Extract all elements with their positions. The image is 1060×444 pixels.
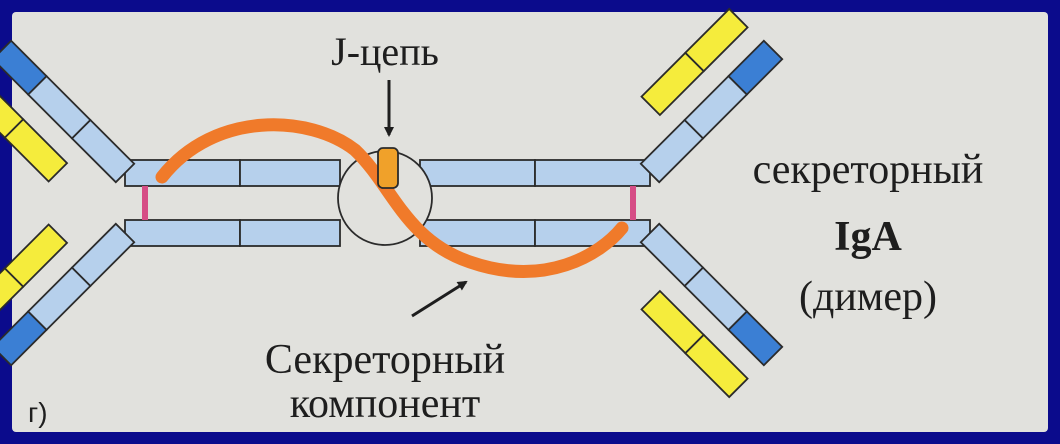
fab-arm-lower-right <box>608 224 783 399</box>
secretory-iga-label-line3: (димер) <box>799 274 937 320</box>
j-chain-label: J-цепь <box>331 29 439 74</box>
secretory-component-label-line2: компонент <box>290 381 480 427</box>
disulfide-bond-right <box>630 186 636 220</box>
fab-arm-lower-left <box>0 191 134 366</box>
secretory-component-arrow <box>412 282 466 316</box>
secretory-iga-label-line1: секреторный <box>753 147 984 193</box>
secretory-component-strand <box>162 125 622 272</box>
fab-arm-upper-left <box>0 41 134 216</box>
secretory-component-label-line1: Секреторный <box>265 337 505 383</box>
disulfide-bond-left <box>142 186 148 220</box>
secretory-iga-label-line2: IgA <box>834 214 902 260</box>
j-chain <box>378 148 398 188</box>
panel-letter-label: г) <box>28 397 48 428</box>
